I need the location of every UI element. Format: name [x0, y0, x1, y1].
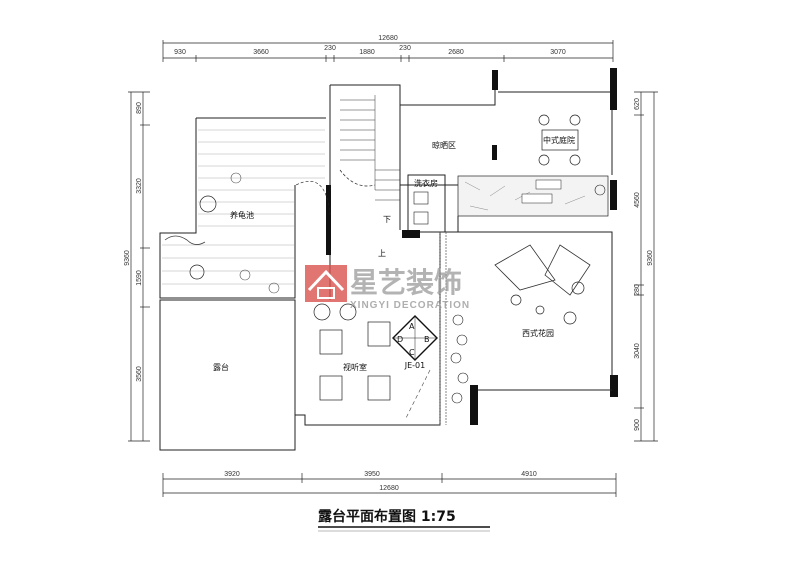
dim-bottom: 3950	[364, 471, 380, 478]
dim-left-total: 9360	[124, 250, 131, 266]
terrace-area	[159, 299, 296, 451]
room-label-terrace: 露台	[213, 362, 229, 372]
room-label-turtle-pond: 养龟池	[230, 210, 254, 220]
elevation-mark-c: C	[409, 348, 415, 357]
dim-top: 230	[399, 45, 411, 52]
right-dimension-lines	[634, 91, 658, 442]
brand-name-en: XINGYI DECORATION	[350, 300, 470, 311]
planter-strip	[457, 175, 609, 217]
dim-bottom: 3920	[224, 471, 240, 478]
dim-left: 3560	[136, 366, 143, 382]
room-label-western-garden: 西式花园	[522, 328, 554, 338]
brand-watermark: 星艺装饰 XINGYI DECORATION	[305, 265, 470, 311]
room-label-chinese-courtyard: 中式庭院	[543, 135, 575, 145]
av-room	[294, 231, 447, 426]
dim-left: 3320	[136, 178, 143, 194]
dim-top: 3660	[253, 49, 269, 56]
dim-bottom-total: 12680	[379, 485, 399, 492]
dim-left: 1590	[136, 270, 143, 286]
dim-top: 230	[324, 45, 336, 52]
bottom-dimension-lines	[162, 473, 617, 497]
left-dimension-lines	[128, 91, 150, 442]
western-garden	[445, 180, 618, 425]
top-dimension-lines	[162, 40, 614, 62]
drying-area	[400, 70, 496, 186]
stair-down-label: 下	[383, 215, 391, 224]
staircase	[295, 84, 401, 300]
elevation-ref: JE-01	[404, 361, 425, 370]
brand-name: 星艺装饰	[350, 266, 462, 299]
dim-right-total: 9360	[647, 250, 654, 266]
elevation-mark-a: A	[409, 322, 415, 331]
dim-right: 280	[634, 284, 641, 296]
dim-right: 3040	[634, 343, 641, 359]
elevation-mark-d: D	[397, 335, 403, 344]
elevation-mark-b: B	[424, 335, 430, 344]
dim-left: 890	[136, 102, 143, 114]
dim-top: 930	[174, 49, 186, 56]
dim-top: 2680	[448, 49, 464, 56]
dim-right: 620	[634, 98, 641, 110]
room-label-drying: 晾晒区	[432, 140, 456, 150]
turtle-pond-deck	[159, 117, 326, 299]
room-label-av-room: 视听室	[343, 362, 367, 372]
dim-top: 1880	[359, 49, 375, 56]
dim-bottom: 4910	[521, 471, 537, 478]
stair-up-label: 上	[378, 249, 386, 258]
room-label-laundry: 洗衣房	[414, 178, 438, 188]
plan-title: 露台平面布置图 1:75	[318, 508, 456, 525]
dim-top: 3070	[550, 49, 566, 56]
dim-right: 4560	[634, 192, 641, 208]
dim-right: 900	[634, 419, 641, 431]
dim-top-total: 12680	[378, 35, 398, 42]
chinese-courtyard	[492, 68, 617, 175]
